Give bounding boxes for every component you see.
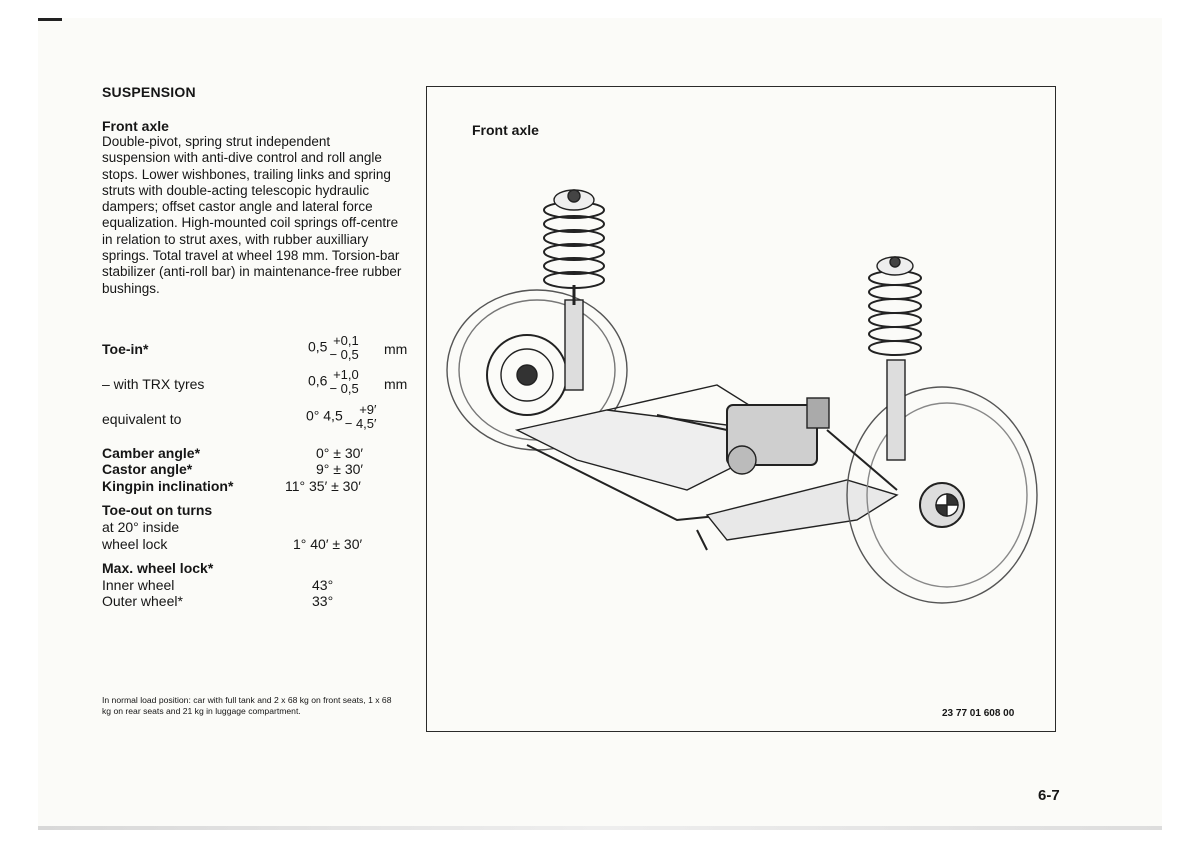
equivalent-base: 0° 4,5 bbox=[306, 407, 343, 424]
inner-wheel-value: 43° bbox=[312, 577, 334, 593]
trx-tolerance: +1,0− 0,5 bbox=[329, 368, 358, 396]
max-lock-label: Max. wheel lock* bbox=[102, 560, 214, 576]
front-axle-illustration bbox=[446, 189, 1038, 604]
toe-out-value: 1° 40′ ± 30′ bbox=[293, 536, 363, 552]
outer-wheel-value: 33° bbox=[312, 593, 334, 609]
front-axle-heading: Front axle bbox=[102, 118, 169, 134]
toe-in-tolerance: +0,1− 0,5 bbox=[329, 334, 358, 362]
toe-in-unit: mm bbox=[384, 341, 408, 357]
toe-in-base: 0,5 bbox=[308, 338, 328, 355]
kingpin-label: Kingpin inclination* bbox=[102, 478, 234, 494]
page-number: 6-7 bbox=[1038, 787, 1060, 804]
trx-unit: mm bbox=[384, 376, 408, 392]
toe-in-plus: +0,1 bbox=[333, 333, 359, 348]
toe-in-label: Toe-in* bbox=[102, 341, 149, 357]
section-heading: SUSPENSION bbox=[102, 84, 196, 100]
camber-value: 0° ± 30′ bbox=[316, 445, 364, 461]
front-axle-description: Double-pivot, spring strut independent s… bbox=[102, 134, 402, 296]
castor-label: Castor angle* bbox=[102, 461, 193, 477]
equivalent-plus: +9′ bbox=[359, 402, 377, 417]
trx-label: – with TRX tyres bbox=[102, 376, 205, 392]
toe-out-line1: at 20° inside bbox=[102, 519, 180, 535]
trx-plus: +1,0 bbox=[333, 367, 359, 382]
outer-wheel-label: Outer wheel* bbox=[102, 593, 183, 609]
toe-in-minus: − 0,5 bbox=[329, 347, 359, 362]
toe-in-value: 0,5+0,1− 0,5 bbox=[308, 334, 359, 362]
equivalent-minus: − 4,5′ bbox=[344, 416, 377, 431]
figure-title: Front axle bbox=[472, 122, 539, 138]
camber-label: Camber angle* bbox=[102, 445, 201, 461]
footnote: In normal load position: car with full t… bbox=[102, 695, 392, 716]
toe-out-line2: wheel lock bbox=[102, 536, 168, 552]
trx-base: 0,6 bbox=[308, 372, 328, 389]
trx-value: 0,6+1,0− 0,5 bbox=[308, 368, 359, 396]
castor-value: 9° ± 30′ bbox=[316, 461, 364, 477]
page-edge-mark bbox=[38, 18, 62, 21]
equivalent-tolerance: +9′− 4,5′ bbox=[345, 403, 377, 431]
equivalent-label: equivalent to bbox=[102, 411, 182, 427]
figure-part-number: 23 77 01 608 00 bbox=[942, 708, 1015, 719]
kingpin-value: 11° 35′ ± 30′ bbox=[285, 478, 361, 494]
inner-wheel-label: Inner wheel bbox=[102, 577, 175, 593]
equivalent-value: 0° 4,5+9′− 4,5′ bbox=[306, 403, 376, 431]
trx-minus: − 0,5 bbox=[329, 381, 359, 396]
page-bottom-edge bbox=[38, 826, 1162, 830]
toe-out-label: Toe-out on turns bbox=[102, 502, 213, 518]
